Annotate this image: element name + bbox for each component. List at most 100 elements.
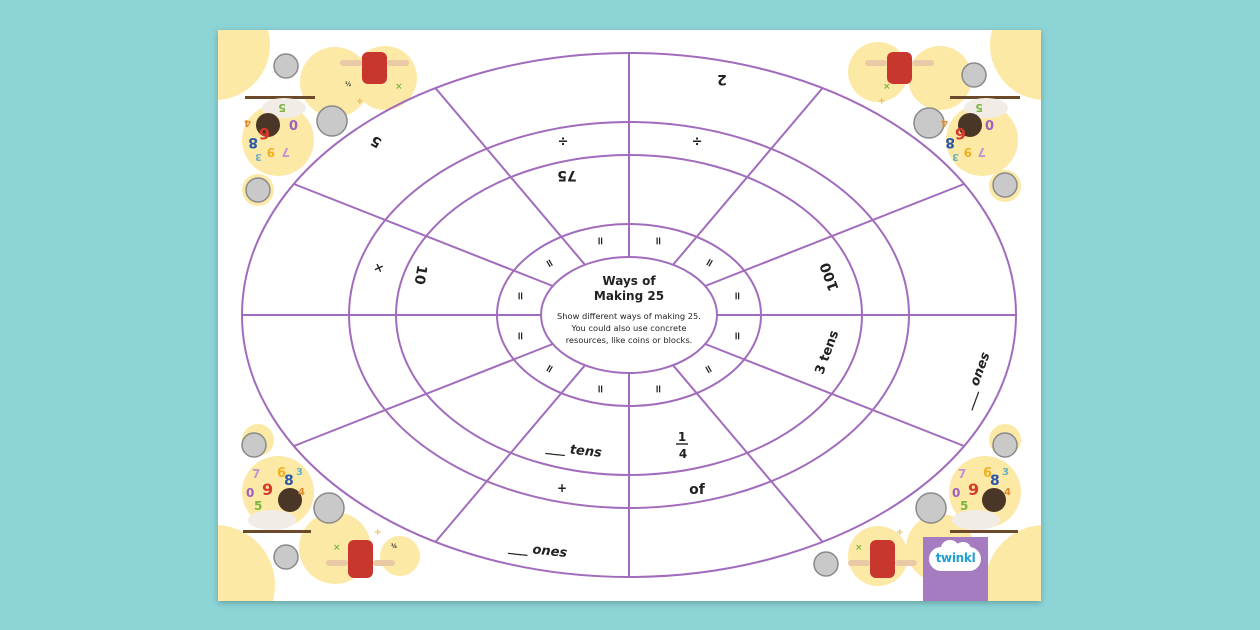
svg-text:0: 0 [246,486,254,500]
equals-sign: = [542,362,558,376]
operator-divide-right: ÷ [692,133,703,148]
svg-text:½: ½ [345,81,351,88]
center-instructions: Ways of Making 25 Show different ways of… [557,274,701,345]
svg-text:6: 6 [983,466,992,481]
coin-icon [316,105,348,137]
svg-text:8: 8 [248,134,258,150]
monster-icon [848,540,917,578]
svg-text:7: 7 [978,145,986,159]
coin-icon [915,492,947,524]
svg-text:0: 0 [289,116,298,131]
label-blank-ones-bottom: ___ ones [507,540,568,561]
svg-text:4: 4 [1004,487,1011,498]
svg-text:÷: ÷ [356,97,364,107]
operators: ÷ ÷ × + of [371,133,706,498]
equals-ring: = = = = = = = = = = = = [514,236,744,393]
coin-icon [241,432,267,458]
description-line-1: Show different ways of making 25. [557,311,701,321]
spokes [242,53,1016,577]
equals-sign: = [702,256,718,270]
svg-text:¾: ¾ [391,543,397,550]
child-thinking-icon [950,96,1020,137]
svg-text:6: 6 [277,466,286,481]
svg-text:0: 0 [952,486,960,500]
description-line-2: You could also use concrete [571,323,687,333]
ways-of-making-25-board: 6 8 0 9 7 4 5 3 6 8 0 9 7 4 5 3 9 8 0 6 … [218,30,1041,601]
svg-text:3: 3 [255,151,262,162]
coin-icons [241,53,1018,577]
svg-text:×: × [883,82,891,92]
svg-text:5: 5 [960,499,968,513]
monster-icon [326,540,395,578]
svg-text:8: 8 [284,473,294,489]
equals-sign: = [514,291,527,300]
monster-icon [340,52,409,84]
equals-sign: = [731,291,744,300]
fraction-denominator: 4 [679,447,687,461]
svg-text:8: 8 [945,134,955,150]
coin-icon [992,172,1018,198]
svg-text:9: 9 [262,480,273,499]
operator-plus: + [557,481,567,495]
svg-text:4: 4 [941,117,948,128]
monster-icon [865,52,934,84]
coin-icon [245,177,271,203]
coin-icon [913,107,945,139]
svg-text:×: × [333,543,341,553]
coin-icon [961,62,987,88]
math-symbol-icons: × ÷ ½ × ÷ × ÷ ¾ × ÷ [333,81,904,553]
svg-text:9: 9 [968,480,979,499]
coin-icon [313,492,345,524]
svg-text:7: 7 [282,145,290,159]
svg-text:5: 5 [254,499,262,513]
equals-sign: = [594,384,607,393]
label-10: 10 [410,264,429,286]
fraction-numerator: 1 [678,430,686,444]
child-thinking-icon [243,488,311,533]
svg-text:9: 9 [267,145,275,159]
svg-text:5: 5 [975,101,983,114]
svg-text:6: 6 [955,124,966,143]
svg-text:7: 7 [252,467,260,481]
description-line-3: resources, like coins or blocks. [566,335,693,345]
equals-sign: = [701,362,717,376]
logo-text: twinkl [935,551,976,565]
svg-text:9: 9 [964,145,972,159]
label-2: 2 [717,71,727,87]
equals-sign: = [542,256,558,270]
operator-multiply: × [371,261,388,275]
worksheet-sheet: 6 8 0 9 7 4 5 3 6 8 0 9 7 4 5 3 9 8 0 6 … [218,30,1041,601]
title-line-1: Ways of [602,274,656,288]
twinkl-logo: twinkl [923,537,988,601]
cloud-icon [929,540,981,571]
child-thinking-icon [245,96,315,137]
svg-text:5: 5 [278,101,286,114]
coin-icon [273,53,299,79]
child-thinking-icon [950,488,1018,533]
equals-sign: = [652,236,665,245]
svg-text:÷: ÷ [896,528,904,538]
equals-sign: = [594,236,607,245]
svg-text:×: × [855,543,863,553]
title-line-2: Making 25 [594,289,664,303]
equals-sign: = [652,384,665,393]
coin-icon [813,551,839,577]
svg-text:3: 3 [1002,467,1009,478]
svg-text:÷: ÷ [374,528,382,538]
svg-text:4: 4 [244,117,251,128]
svg-text:7: 7 [958,467,966,481]
numbers-icons: 6 8 0 9 7 4 5 3 6 8 0 9 7 4 5 3 9 8 0 6 … [244,101,1011,513]
label-3-tens: 3 tens [813,328,843,376]
svg-text:4: 4 [298,487,305,498]
operator-of: of [689,482,706,498]
equals-sign: = [731,331,744,340]
equals-sign: = [514,331,527,340]
svg-text:0: 0 [985,116,994,131]
label-blank-tens: ___ tens [544,440,603,461]
svg-text:8: 8 [990,473,1000,489]
label-100: 100 [817,260,842,293]
svg-text:3: 3 [296,467,303,478]
operator-divide-left: ÷ [558,133,569,148]
monster-icons [326,52,934,578]
label-blank-ones-right: ___ ones [959,350,994,412]
